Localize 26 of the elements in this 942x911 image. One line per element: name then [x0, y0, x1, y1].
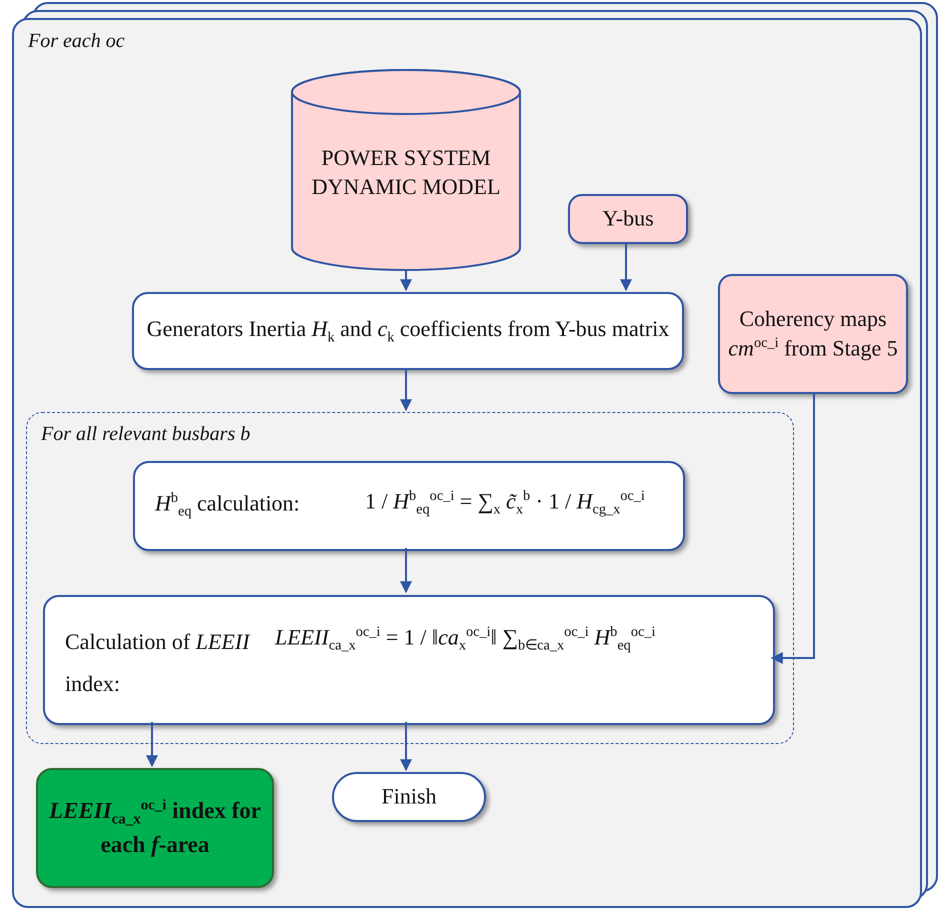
- arrow: [400, 270, 412, 292]
- process-box: [132, 292, 684, 370]
- input-box: [718, 274, 908, 394]
- node-label: POWER SYSTEM DYNAMIC MODEL: [310, 144, 502, 201]
- loop-region: [26, 412, 794, 744]
- loop-label: For all relevant busbars b: [41, 422, 250, 447]
- loop-label: For each oc: [28, 29, 125, 54]
- process-box: [133, 461, 685, 551]
- node-label: Generators Inertia H$_{k}$ and c$_{k}$ coefficients from Y-bus matrix: [146, 315, 670, 347]
- arrow: [400, 548, 412, 594]
- node-label: Y-bus: [601, 204, 655, 233]
- arrow: [400, 722, 412, 772]
- result-box: [36, 768, 274, 888]
- node-label: Coherency maps cm$^{oc_i}$ from Stage 5: [728, 305, 898, 362]
- arrow: [400, 368, 412, 412]
- node-label: Finish: [380, 782, 438, 811]
- terminator: [332, 772, 486, 822]
- arrow: [620, 242, 632, 292]
- node-label: Calculation of LEEII index:: [65, 628, 252, 698]
- process-box: [43, 595, 775, 725]
- node-label: H$^{b}$$_{eq}$ calculation:: [155, 489, 301, 522]
- arrow: [146, 722, 158, 768]
- node-label: LEEII$_{ca_x}$$^{oc_i}$ index for each f-area: [48, 796, 262, 860]
- loop-panel: [12, 18, 922, 908]
- input-box: [568, 194, 688, 244]
- arrow: [770, 392, 815, 664]
